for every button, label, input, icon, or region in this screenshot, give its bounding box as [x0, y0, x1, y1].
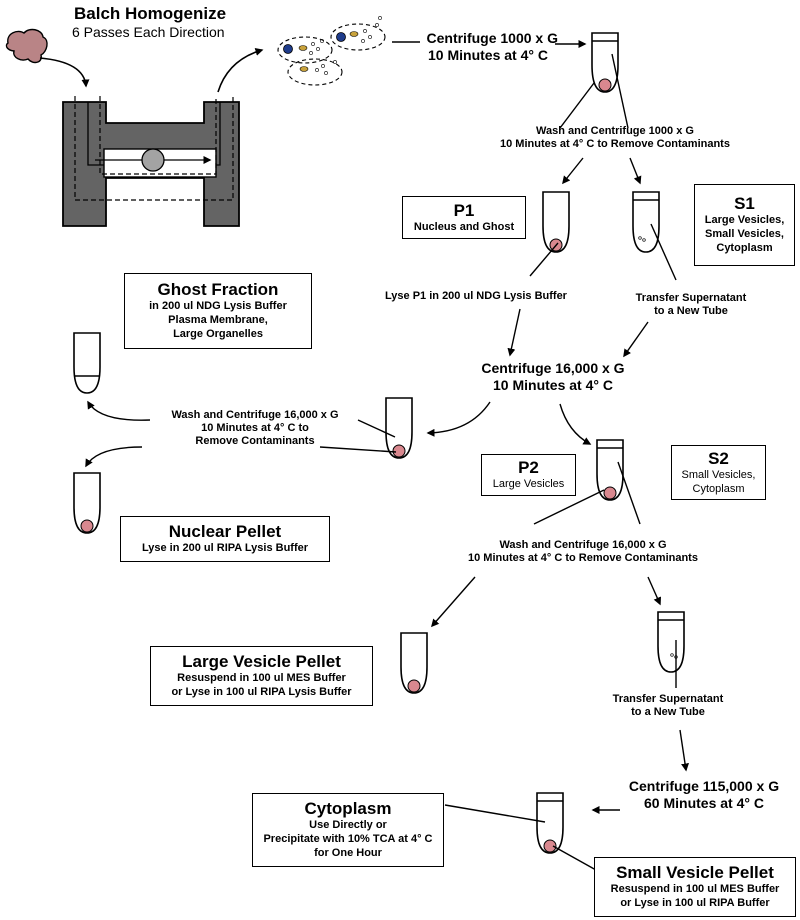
tube-p2 — [596, 439, 624, 501]
step-wash3-line2: 10 Minutes at 4° C to Remove Contaminant… — [468, 552, 698, 565]
box-s1: S1 Large Vesicles, Small Vesicles, Cytop… — [694, 184, 795, 266]
step-spin1: Centrifuge 1000 x G 10 Minutes at 4° C — [418, 30, 559, 64]
box-s2-line1: Small Vesicles, — [681, 468, 756, 481]
step-wash2-line3: Remove Contaminants — [195, 435, 315, 448]
step-spin1-line2: 10 Minutes at 4° C — [428, 46, 548, 63]
box-ghost-title: Ghost Fraction — [157, 280, 279, 300]
box-s1-line1: Large Vesicles, — [704, 214, 785, 227]
step-spin2-line2: 10 Minutes at 4° C — [493, 376, 613, 393]
box-large-vesicle-line2: or Lyse in 100 ul RIPA Lysis Buffer — [171, 686, 352, 698]
step-wash1: Wash and Centrifuge 1000 x G 10 Minutes … — [480, 125, 750, 151]
tube-p1 — [542, 191, 570, 253]
box-p1: P1 Nucleus and Ghost — [402, 196, 526, 239]
arrow-into-homogenizer — [39, 57, 90, 88]
box-cytoplasm-line2: Precipitate with 10% TCA at 4° C — [263, 833, 433, 846]
tube-1 — [591, 32, 619, 93]
arrow-wash3-to-s2-tube — [647, 576, 662, 606]
header-subtitle: 6 Passes Each Direction — [72, 24, 225, 40]
step-transfer2: Transfer Supernatant to a New Tube — [608, 693, 728, 719]
balch-homogenizer-icon — [62, 96, 240, 227]
step-wash1-line2: 10 Minutes at 4° C to Remove Contaminant… — [500, 138, 730, 151]
tube-s1 — [632, 191, 660, 253]
box-cytoplasm-title: Cytoplasm — [304, 799, 392, 819]
step-transfer1: Transfer Supernatant to a New Tube — [635, 292, 747, 318]
tissue-icon — [5, 28, 48, 64]
box-p1-line1: Nucleus and Ghost — [413, 220, 515, 233]
box-ghost-line1: in 200 ul NDG Lysis Buffer — [149, 300, 287, 313]
arrow-wash3-to-large-vesicle — [431, 576, 476, 628]
step-transfer1-line2: to a New Tube — [654, 305, 728, 318]
box-cytoplasm-line1: Use Directly or — [309, 819, 387, 832]
box-s1-line2: Small Vesicles, — [705, 228, 784, 241]
arrow-lyse-to-spin2 — [507, 308, 521, 357]
step-spin3: Centrifuge 115,000 x G 60 Minutes at 4° … — [614, 778, 794, 812]
step-spin2: Centrifuge 16,000 x G 10 Minutes at 4° C — [470, 360, 636, 394]
tube-ghost — [73, 332, 101, 394]
header-title: Balch Homogenize — [74, 4, 227, 23]
box-nuclear-line1: Lyse in 200 ul RIPA Lysis Buffer — [141, 542, 309, 555]
box-cytoplasm: Cytoplasm Use Directly or Precipitate wi… — [252, 793, 444, 867]
tube-s2 — [657, 611, 685, 673]
box-s2: S2 Small Vesicles, Cytoplasm — [671, 445, 766, 500]
step-wash3-line1: Wash and Centrifuge 16,000 x G — [499, 539, 667, 551]
box-large-vesicle-title: Large Vesicle Pellet — [182, 652, 341, 672]
arrow-spin2-to-p2-tube — [559, 403, 592, 445]
box-ghost: Ghost Fraction in 200 ul NDG Lysis Buffe… — [124, 273, 312, 349]
box-large-vesicle-line1: Resuspend in 100 ul MES Buffer — [177, 672, 346, 685]
box-p2-title: P2 — [518, 458, 539, 478]
arrow-to-s1 — [629, 157, 642, 185]
step-wash2-line1: Wash and Centrifuge 16,000 x G — [171, 409, 339, 421]
step-lyse-p1: Lyse P1 in 200 ul NDG Lysis Buffer — [385, 290, 567, 302]
box-s2-title: S2 — [708, 448, 729, 468]
box-ghost-line2: Plasma Membrane, — [168, 314, 268, 327]
cells-icon — [277, 16, 386, 86]
step-spin2-line1: Centrifuge 16,000 x G — [481, 360, 625, 376]
step-spin3-line1: Centrifuge 115,000 x G — [628, 778, 780, 794]
arrow-spin2-to-ghost-tube — [426, 401, 491, 437]
step-spin3-line2: 60 Minutes at 4° C — [644, 794, 764, 811]
box-small-vesicle-line2: or Lyse in 100 ul RIPA Buffer — [620, 897, 770, 909]
step-transfer2-line2: to a New Tube — [631, 706, 705, 719]
box-p2: P2 Large Vesicles — [481, 454, 576, 496]
arrow-transfer-to-spin2 — [623, 321, 649, 358]
box-nuclear: Nuclear Pellet Lyse in 200 ul RIPA Lysis… — [120, 516, 330, 562]
arrow-wash2-to-ghost — [87, 400, 151, 421]
box-small-vesicle: Small Vesicle Pellet Resuspend in 100 ul… — [594, 857, 796, 917]
box-small-vesicle-title: Small Vesicle Pellet — [616, 863, 774, 883]
box-s1-title: S1 — [734, 194, 755, 214]
tube-nuclear — [73, 472, 101, 534]
tube-ghost-wash — [385, 397, 413, 459]
tube-final — [536, 792, 564, 854]
arrow-out-of-homogenizer — [217, 47, 264, 93]
tube-large-vesicle — [400, 632, 428, 694]
step-spin1-line1: Centrifuge 1000 x G — [426, 30, 559, 46]
box-cytoplasm-line3: for One Hour — [314, 846, 382, 859]
step-transfer1-line1: Transfer Supernatant — [635, 292, 747, 304]
step-wash2-line2: 10 Minutes at 4° C to — [201, 422, 309, 435]
box-small-vesicle-line1: Resuspend in 100 ul MES Buffer — [610, 883, 780, 896]
step-wash2: Wash and Centrifuge 16,000 x G 10 Minute… — [150, 409, 360, 449]
box-s1-line3: Cytoplasm — [716, 241, 773, 254]
box-large-vesicle: Large Vesicle Pellet Resuspend in 100 ul… — [150, 646, 373, 706]
box-nuclear-title: Nuclear Pellet — [168, 522, 282, 542]
box-s2-line2: Cytoplasm — [692, 482, 745, 495]
box-p1-title: P1 — [453, 200, 475, 220]
box-p2-line1: Large Vesicles — [492, 478, 565, 491]
arrow-transfer2-to-spin3 — [679, 729, 689, 772]
step-wash1-line1: Wash and Centrifuge 1000 x G — [536, 125, 694, 137]
step-transfer2-line1: Transfer Supernatant — [612, 693, 724, 705]
arrow-to-p1 — [562, 157, 584, 185]
arrow-wash2-to-nuclear — [85, 446, 143, 468]
step-wash3: Wash and Centrifuge 16,000 x G 10 Minute… — [448, 539, 718, 565]
box-ghost-line3: Large Organelles — [173, 327, 263, 340]
